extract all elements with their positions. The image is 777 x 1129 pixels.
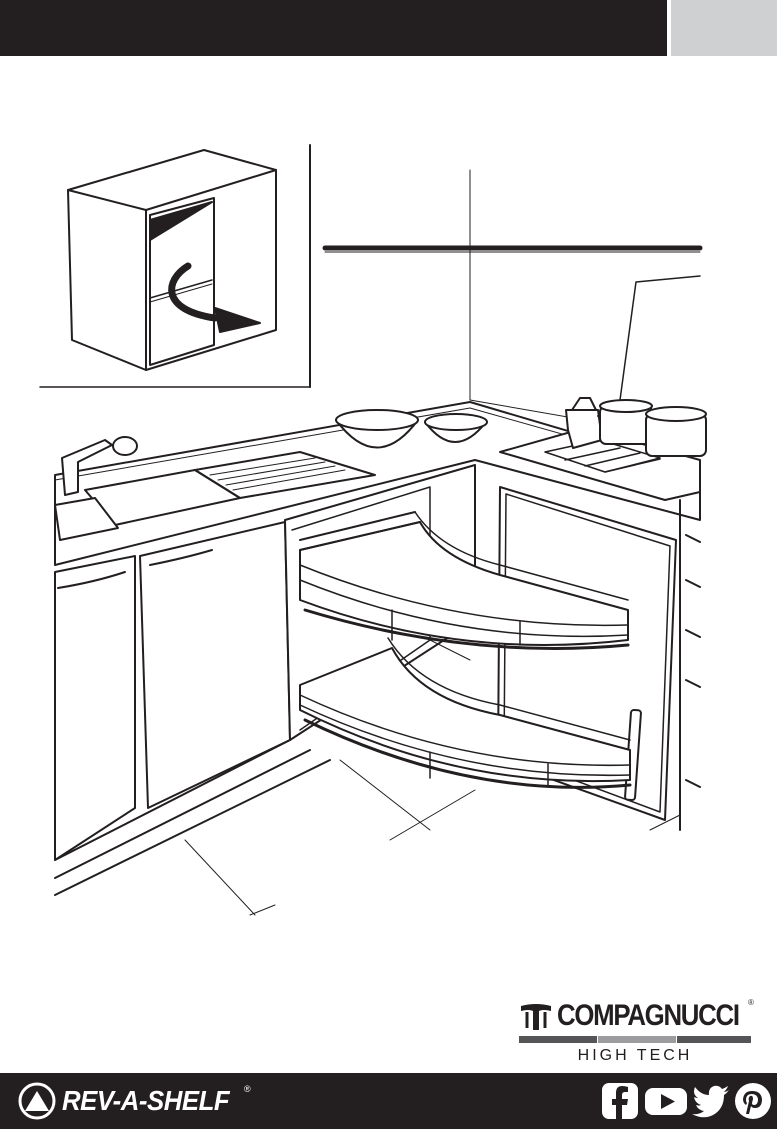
compagnucci-mark-icon bbox=[519, 1002, 553, 1032]
footer-bar: REV-A-SHELF ® bbox=[0, 1073, 777, 1129]
twitter-icon[interactable] bbox=[692, 1083, 730, 1119]
inset-cabinet-diagram bbox=[40, 145, 310, 387]
rev-a-shelf-wordmark: REV-A-SHELF bbox=[62, 1082, 229, 1120]
mountain-logo-icon bbox=[18, 1082, 56, 1120]
compagnucci-logo: COMPAGNUCCI ® HIGH TECH bbox=[519, 994, 759, 1066]
logo-bar bbox=[598, 1036, 676, 1043]
registered-mark: ® bbox=[748, 998, 754, 1007]
compagnucci-subtitle: HIGH TECH bbox=[519, 1047, 751, 1065]
facebook-icon[interactable] bbox=[602, 1083, 638, 1119]
youtube-icon[interactable] bbox=[645, 1083, 687, 1119]
rev-a-shelf-logo: REV-A-SHELF ® bbox=[18, 1080, 258, 1122]
registered-mark: ® bbox=[244, 1084, 251, 1094]
compagnucci-wordmark: COMPAGNUCCI bbox=[557, 996, 739, 1036]
top-header-bar bbox=[0, 0, 667, 56]
logo-bar bbox=[519, 1036, 597, 1043]
top-header-tab bbox=[671, 0, 777, 56]
pinterest-icon[interactable] bbox=[735, 1083, 771, 1119]
logo-bar bbox=[677, 1036, 751, 1043]
corner-cabinet-illustration bbox=[0, 140, 777, 920]
